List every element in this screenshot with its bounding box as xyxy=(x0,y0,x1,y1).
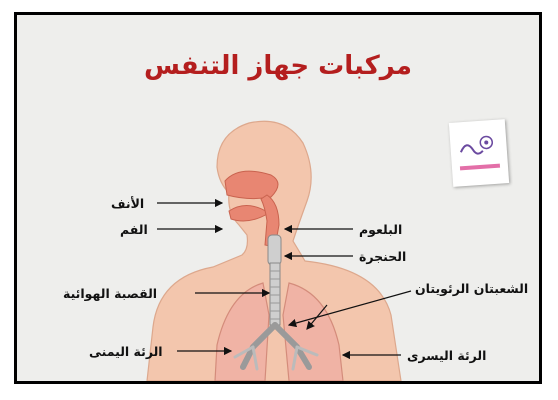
logo-card xyxy=(449,119,509,187)
label-mouth: الفم xyxy=(120,222,148,237)
label-trachea: القصبة الهوائية xyxy=(63,286,157,301)
logo-icon xyxy=(449,119,509,187)
larynx-shape xyxy=(268,235,281,265)
respiratory-system-illustration xyxy=(17,15,539,381)
diagram-frame: مركبات جهاز التنفس xyxy=(14,12,542,384)
trachea-shape xyxy=(270,263,280,325)
label-larynx: الحنجرة xyxy=(359,249,406,264)
label-bronchi: الشعبتان الرئويتان xyxy=(415,281,528,296)
nasal-cavity xyxy=(225,171,278,198)
label-nose: الأنف xyxy=(111,196,144,211)
label-left-lung: الرئة اليسرى xyxy=(407,348,486,363)
label-right-lung: الرئة اليمنى xyxy=(89,344,163,359)
label-pharynx: البلعوم xyxy=(359,222,402,237)
